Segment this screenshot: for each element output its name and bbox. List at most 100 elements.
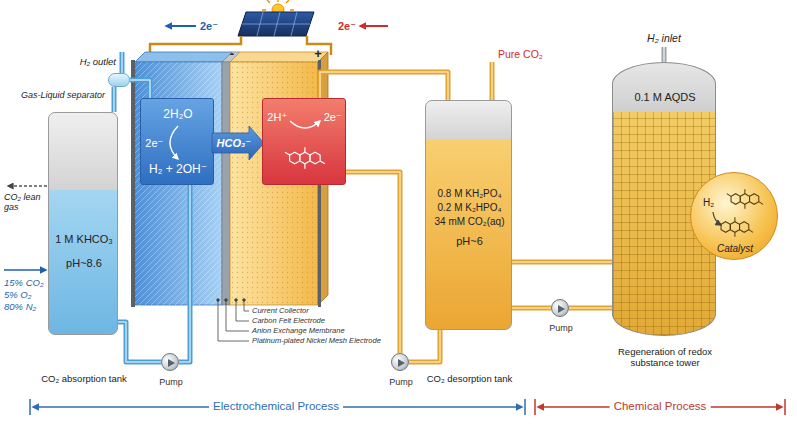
pipe-body: [118, 322, 161, 362]
solution-label: 0.1 M AQDS: [634, 91, 695, 104]
electron-flow-label: 2e⁻: [338, 20, 356, 33]
pipe-body: [512, 260, 612, 265]
pipe-highlight: [512, 307, 551, 309]
electron-flow-label: 2e⁻: [200, 20, 218, 33]
gas-composition: 80% N₂: [4, 302, 36, 313]
polarity-sign: +: [314, 47, 322, 62]
pipe-body: [130, 80, 150, 98]
molecule-structure: [727, 189, 763, 209]
pipe-connector: [130, 80, 150, 98]
pipe-body: [346, 172, 400, 353]
gas-liquid-separator: Gas-Liquid separator: [108, 73, 130, 87]
separator-label: Gas-Liquid separator: [21, 90, 105, 100]
catalyst-inset: H₂ Catalyst: [690, 172, 778, 260]
molecule-structure: [717, 217, 753, 237]
electron-arrow: [360, 25, 388, 27]
reaction-arrow: [290, 121, 320, 128]
ph-label: pH~8.6: [66, 257, 102, 270]
solution-label: 0.2 M K₂HPO₄: [437, 202, 501, 214]
gas-stream-label: CO₂ lean gas: [4, 192, 46, 213]
pump-circle: Pump: [161, 353, 179, 371]
electron-arrow: [166, 25, 196, 27]
pipe-highlight: [569, 307, 612, 309]
ion-label: HCO₃⁻: [217, 137, 252, 150]
anode-reaction-box: 2H⁺ 2e⁻: [262, 98, 346, 185]
pipe-connector: [179, 185, 190, 362]
solution-label: 0.8 M KH₂PO₄: [437, 188, 501, 200]
process-bracket: [30, 399, 785, 415]
inlet-label: H₂ inlet: [647, 32, 681, 44]
pipe-connector: [512, 308, 551, 309]
part-callout: Anion Exchange Membrane: [252, 327, 345, 336]
reaction-arrow: [170, 126, 178, 159]
pipe-connector: [346, 172, 400, 353]
pump-impeller: [168, 359, 175, 367]
pipe-highlight: [409, 330, 440, 362]
tower-heading: Regeneration of redox substance tower: [606, 347, 724, 369]
pump-circle: Pump: [551, 299, 569, 317]
pipe-connector: [409, 330, 440, 362]
pipe-highlight: [179, 185, 190, 362]
pump-label: Pump: [549, 323, 573, 333]
pipe-body: [112, 87, 117, 112]
pump-drawing: [392, 354, 408, 370]
pipe-connector: [320, 72, 448, 100]
pipe-body: [409, 330, 440, 362]
reaction-arrow: [713, 212, 721, 225]
pipe-highlight: [320, 72, 448, 100]
proton-label: 2H⁺: [267, 111, 287, 124]
ion-transfer-arrow: HCO₃⁻: [212, 126, 264, 160]
leader-lines: [217, 299, 249, 341]
catalyst-label: Catalyst: [717, 243, 753, 255]
pump-impeller: [558, 305, 565, 313]
pipe-connector: [114, 87, 115, 112]
pipe-connector: [569, 308, 612, 309]
molecule-structure: [285, 147, 325, 169]
block-arrow: [212, 126, 264, 160]
pump-drawing: [162, 354, 178, 370]
pipe-body: [512, 306, 551, 311]
pipe-body: [569, 306, 612, 311]
process-caption: Chemical Process: [610, 400, 711, 413]
electron-label: 2e⁻: [324, 111, 342, 124]
gas-in-arrow: [4, 269, 46, 271]
process-caption: Electrochemical Process: [209, 400, 343, 413]
tank-heading: CO₂ absorption tank: [41, 374, 127, 385]
pump-label: Pump: [159, 377, 183, 387]
pipe-highlight: [113, 87, 115, 112]
pipe-highlight: [512, 261, 612, 263]
pump-impeller: [398, 359, 405, 367]
cathode-reaction-box: 2H₂O 2e⁻ H₂ + 2OH⁻: [140, 98, 214, 185]
solution-label: 34 mM CO₂(aq): [434, 216, 504, 228]
pump-circle: Pump: [391, 353, 409, 371]
part-callout: Platinum-plated Nickel Mesh Electrode: [252, 337, 381, 346]
pipe-highlight: [346, 172, 400, 353]
pipe-connector: [512, 262, 612, 263]
pipe-stub: [122, 47, 664, 100]
pump-label: Pump: [389, 377, 413, 387]
reactant-label: 2H₂O: [163, 108, 192, 122]
desorption-tank: 0.8 M KH₂PO₄ 0.2 M K₂HPO₄ 34 mM CO₂(aq) pH~…: [425, 100, 512, 330]
solar-panel: [238, 12, 314, 36]
polarity-sign: -: [230, 47, 234, 62]
part-callout: Carbon Felt Electrode: [252, 317, 325, 326]
product-label: H₂ + 2OH⁻: [149, 163, 207, 177]
pipe-body: [320, 72, 448, 100]
product-gas-label: Pure CO₂: [498, 48, 543, 60]
part-callout: Current Collector: [252, 307, 309, 316]
tank-heading: CO₂ desorption tank: [427, 374, 513, 385]
pipe-highlight: [118, 322, 161, 362]
gas-composition: 15% CO₂: [4, 278, 44, 289]
gas-out-arrow: [8, 185, 47, 186]
pipe-body: [179, 185, 190, 362]
solution-label: 1 M KHCO₃: [55, 233, 113, 246]
pipe-highlight: [130, 80, 150, 98]
pipe-connector: [118, 322, 161, 362]
gas-label: H₂: [703, 197, 714, 209]
electron-label: 2e⁻: [145, 137, 163, 150]
gas-composition: 5% O₂: [4, 290, 31, 301]
outlet-label: H₂ outlet: [80, 57, 116, 68]
pump-drawing: [552, 300, 568, 316]
ph-label: pH~6: [456, 235, 483, 248]
